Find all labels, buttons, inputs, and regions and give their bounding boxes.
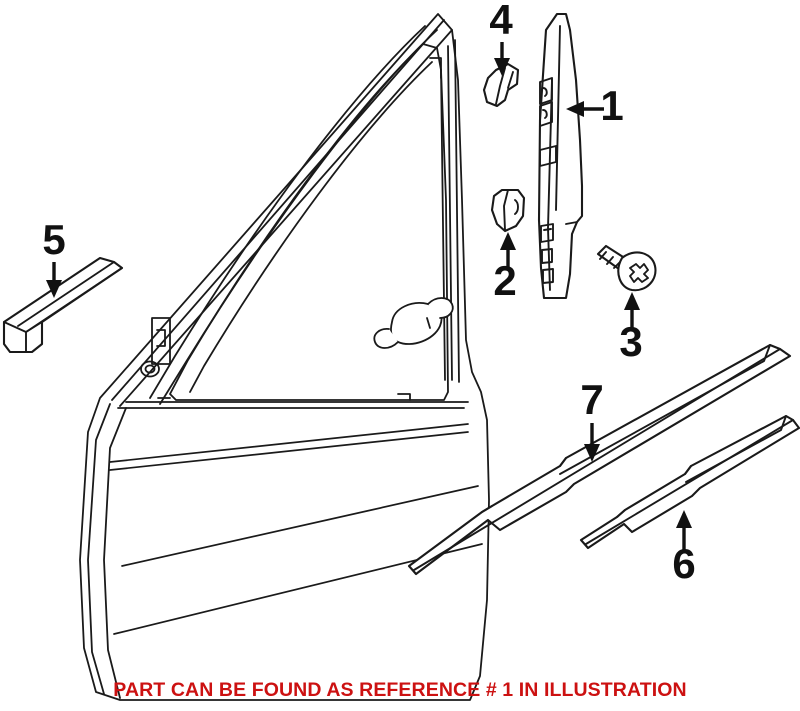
part-3-phillips-screw bbox=[596, 244, 657, 292]
callout-2-leader bbox=[500, 232, 516, 268]
reference-note: PART CAN BE FOUND AS REFERENCE # 1 IN IL… bbox=[113, 679, 687, 701]
callout-number-6: 6 bbox=[672, 540, 695, 587]
callout-4-leader bbox=[494, 42, 510, 76]
part-7-outer-belt-weatherstrip bbox=[407, 343, 792, 576]
part-6-inner-belt-weatherstrip bbox=[579, 414, 800, 550]
callout-number-1: 1 bbox=[600, 82, 623, 129]
callout-7-leader bbox=[584, 423, 600, 462]
callout-number-4: 4 bbox=[489, 0, 513, 43]
part-5-front-door-rear-trim-strip bbox=[2, 256, 124, 354]
callout-number-3: 3 bbox=[619, 318, 642, 365]
callout-3-leader bbox=[624, 292, 640, 328]
callout-number-2: 2 bbox=[493, 257, 516, 304]
front-door-shell bbox=[79, 13, 490, 701]
callout-6-leader bbox=[676, 510, 692, 550]
part-1-b-pillar-applique bbox=[537, 12, 584, 300]
callout-number-7: 7 bbox=[580, 376, 603, 423]
callout-5-leader bbox=[46, 262, 62, 298]
callout-number-5: 5 bbox=[42, 216, 65, 263]
callout-1-leader bbox=[566, 101, 604, 117]
exterior-door-handle bbox=[373, 297, 454, 349]
part-2-retainer-clip bbox=[490, 188, 526, 233]
